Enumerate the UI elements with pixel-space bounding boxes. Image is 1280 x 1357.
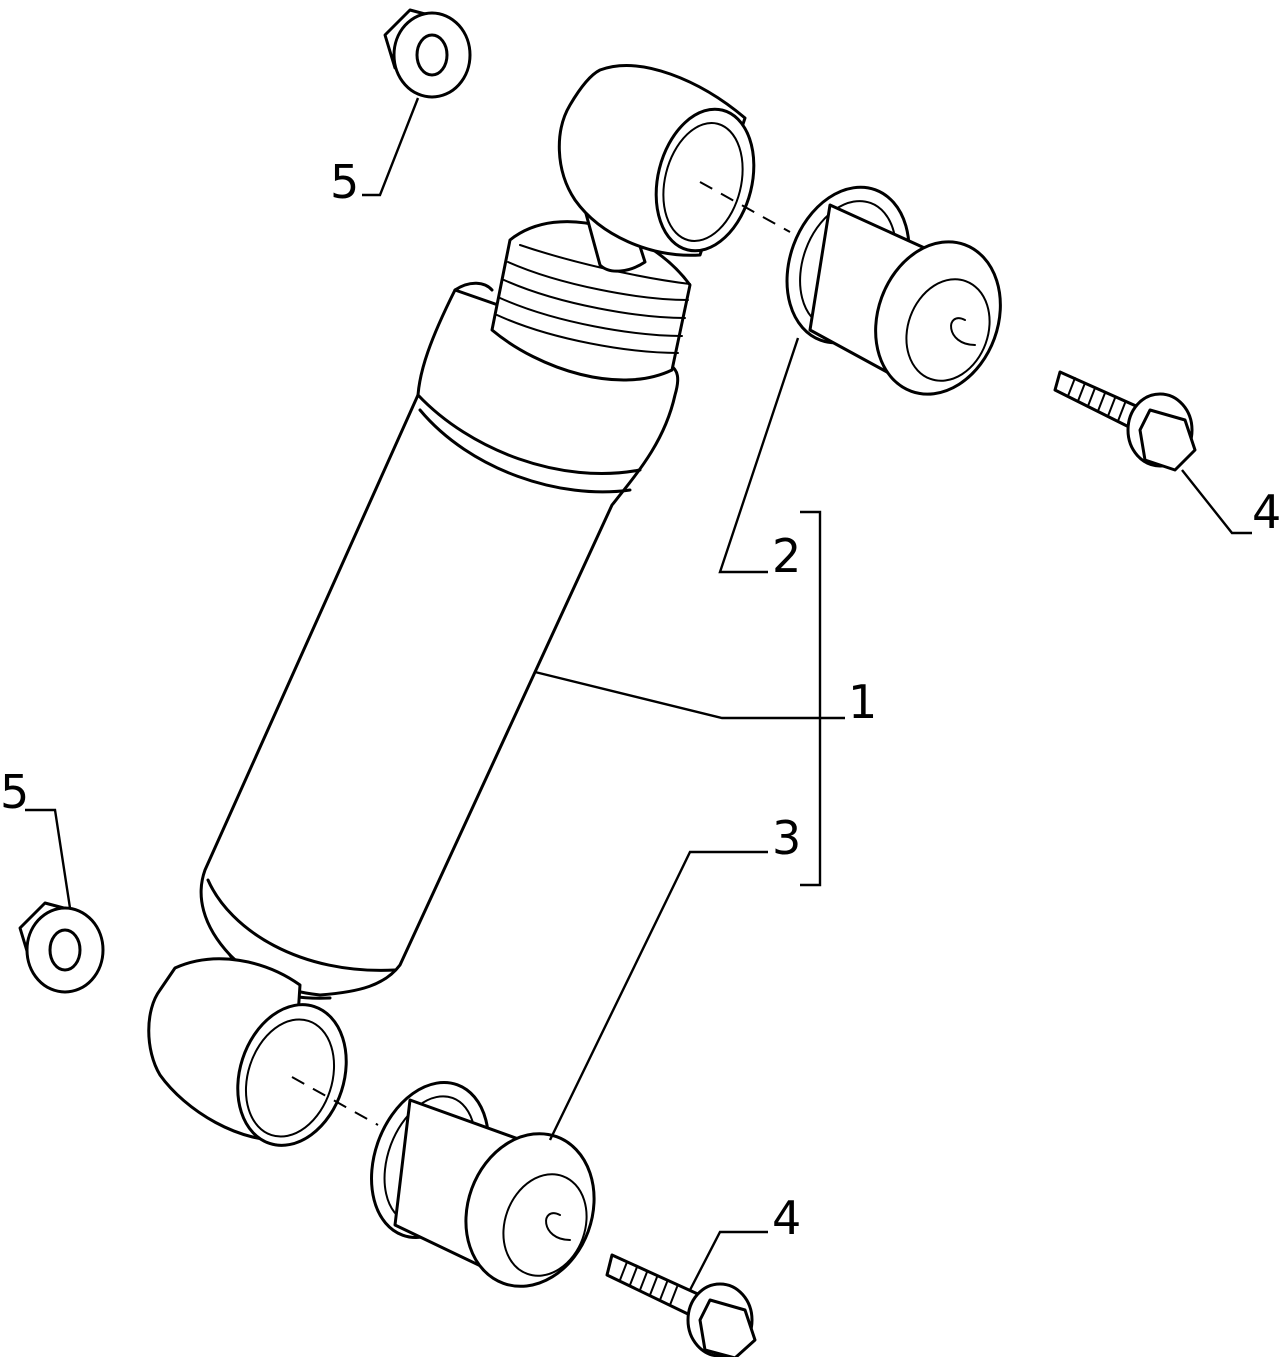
shock-top-eye bbox=[557, 64, 756, 257]
lower-nut bbox=[18, 901, 105, 994]
leader-5-lower bbox=[25, 808, 72, 909]
shock-body-tube bbox=[199, 288, 680, 997]
leader-3 bbox=[548, 850, 768, 1141]
shock-absorber bbox=[147, 64, 756, 1147]
lower-assembly-axis bbox=[291, 1076, 379, 1126]
callout-2: 2 bbox=[772, 529, 801, 583]
callout-5-lower: 5 bbox=[0, 765, 29, 819]
leader-1 bbox=[534, 670, 845, 720]
leader-4-lower bbox=[688, 1230, 768, 1291]
lower-bolt bbox=[605, 1253, 757, 1357]
kit-bracket bbox=[800, 510, 822, 887]
leader-5-upper bbox=[362, 97, 420, 197]
shock-collar-band bbox=[418, 408, 632, 494]
lower-bushing bbox=[370, 1081, 596, 1288]
shock-bottom-eye bbox=[147, 957, 348, 1147]
callout-1: 1 bbox=[848, 675, 877, 729]
upper-assembly-axis bbox=[699, 181, 791, 233]
callout-4-lower: 4 bbox=[772, 1191, 801, 1245]
leader-lines bbox=[25, 97, 1252, 1291]
upper-bushing bbox=[785, 185, 1002, 396]
upper-nut bbox=[383, 8, 472, 99]
shock-bottom-cap bbox=[206, 878, 397, 972]
upper-bolt bbox=[1053, 370, 1197, 472]
callout-3: 3 bbox=[772, 811, 801, 865]
leader-4-upper bbox=[1181, 469, 1252, 535]
callout-5-upper: 5 bbox=[330, 155, 359, 209]
callout-4-upper: 4 bbox=[1252, 485, 1280, 539]
leader-2 bbox=[718, 337, 800, 574]
